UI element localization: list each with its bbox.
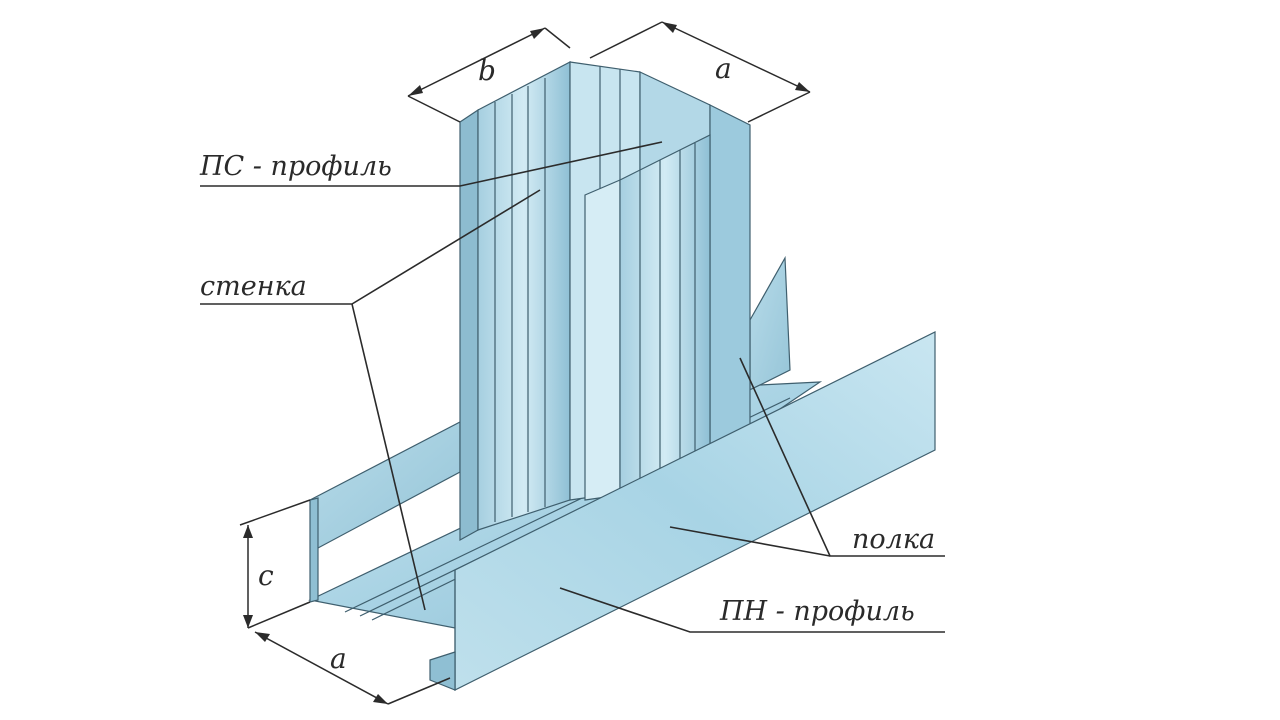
label-pn-profile: ПН - профиль: [559, 587, 945, 633]
pn-profile-front-flange: [429, 331, 936, 691]
dimension-b: b: [407, 27, 571, 123]
dimension-a-bottom-label: a: [330, 642, 347, 675]
label-wall-text: стенка: [200, 271, 307, 302]
dimension-c-label: c: [258, 559, 274, 592]
label-ps-profile-text: ПС - профиль: [199, 151, 392, 182]
pn-profile-left-edge: [309, 497, 319, 603]
label-flange-text: полка: [852, 524, 935, 555]
dimension-a-top-label: a: [715, 52, 732, 85]
ps-profile-column: [459, 61, 751, 542]
label-wall: стенка: [200, 189, 541, 611]
label-flange: полка: [669, 357, 945, 557]
dimension-a-top: a: [589, 21, 811, 123]
dimension-a-bottom: a: [254, 631, 451, 705]
label-pn-profile-text: ПН - профиль: [719, 596, 915, 627]
dimension-b-label: b: [478, 54, 496, 87]
dimension-c: c: [239, 499, 311, 629]
label-ps-profile: ПС - профиль: [199, 141, 663, 187]
